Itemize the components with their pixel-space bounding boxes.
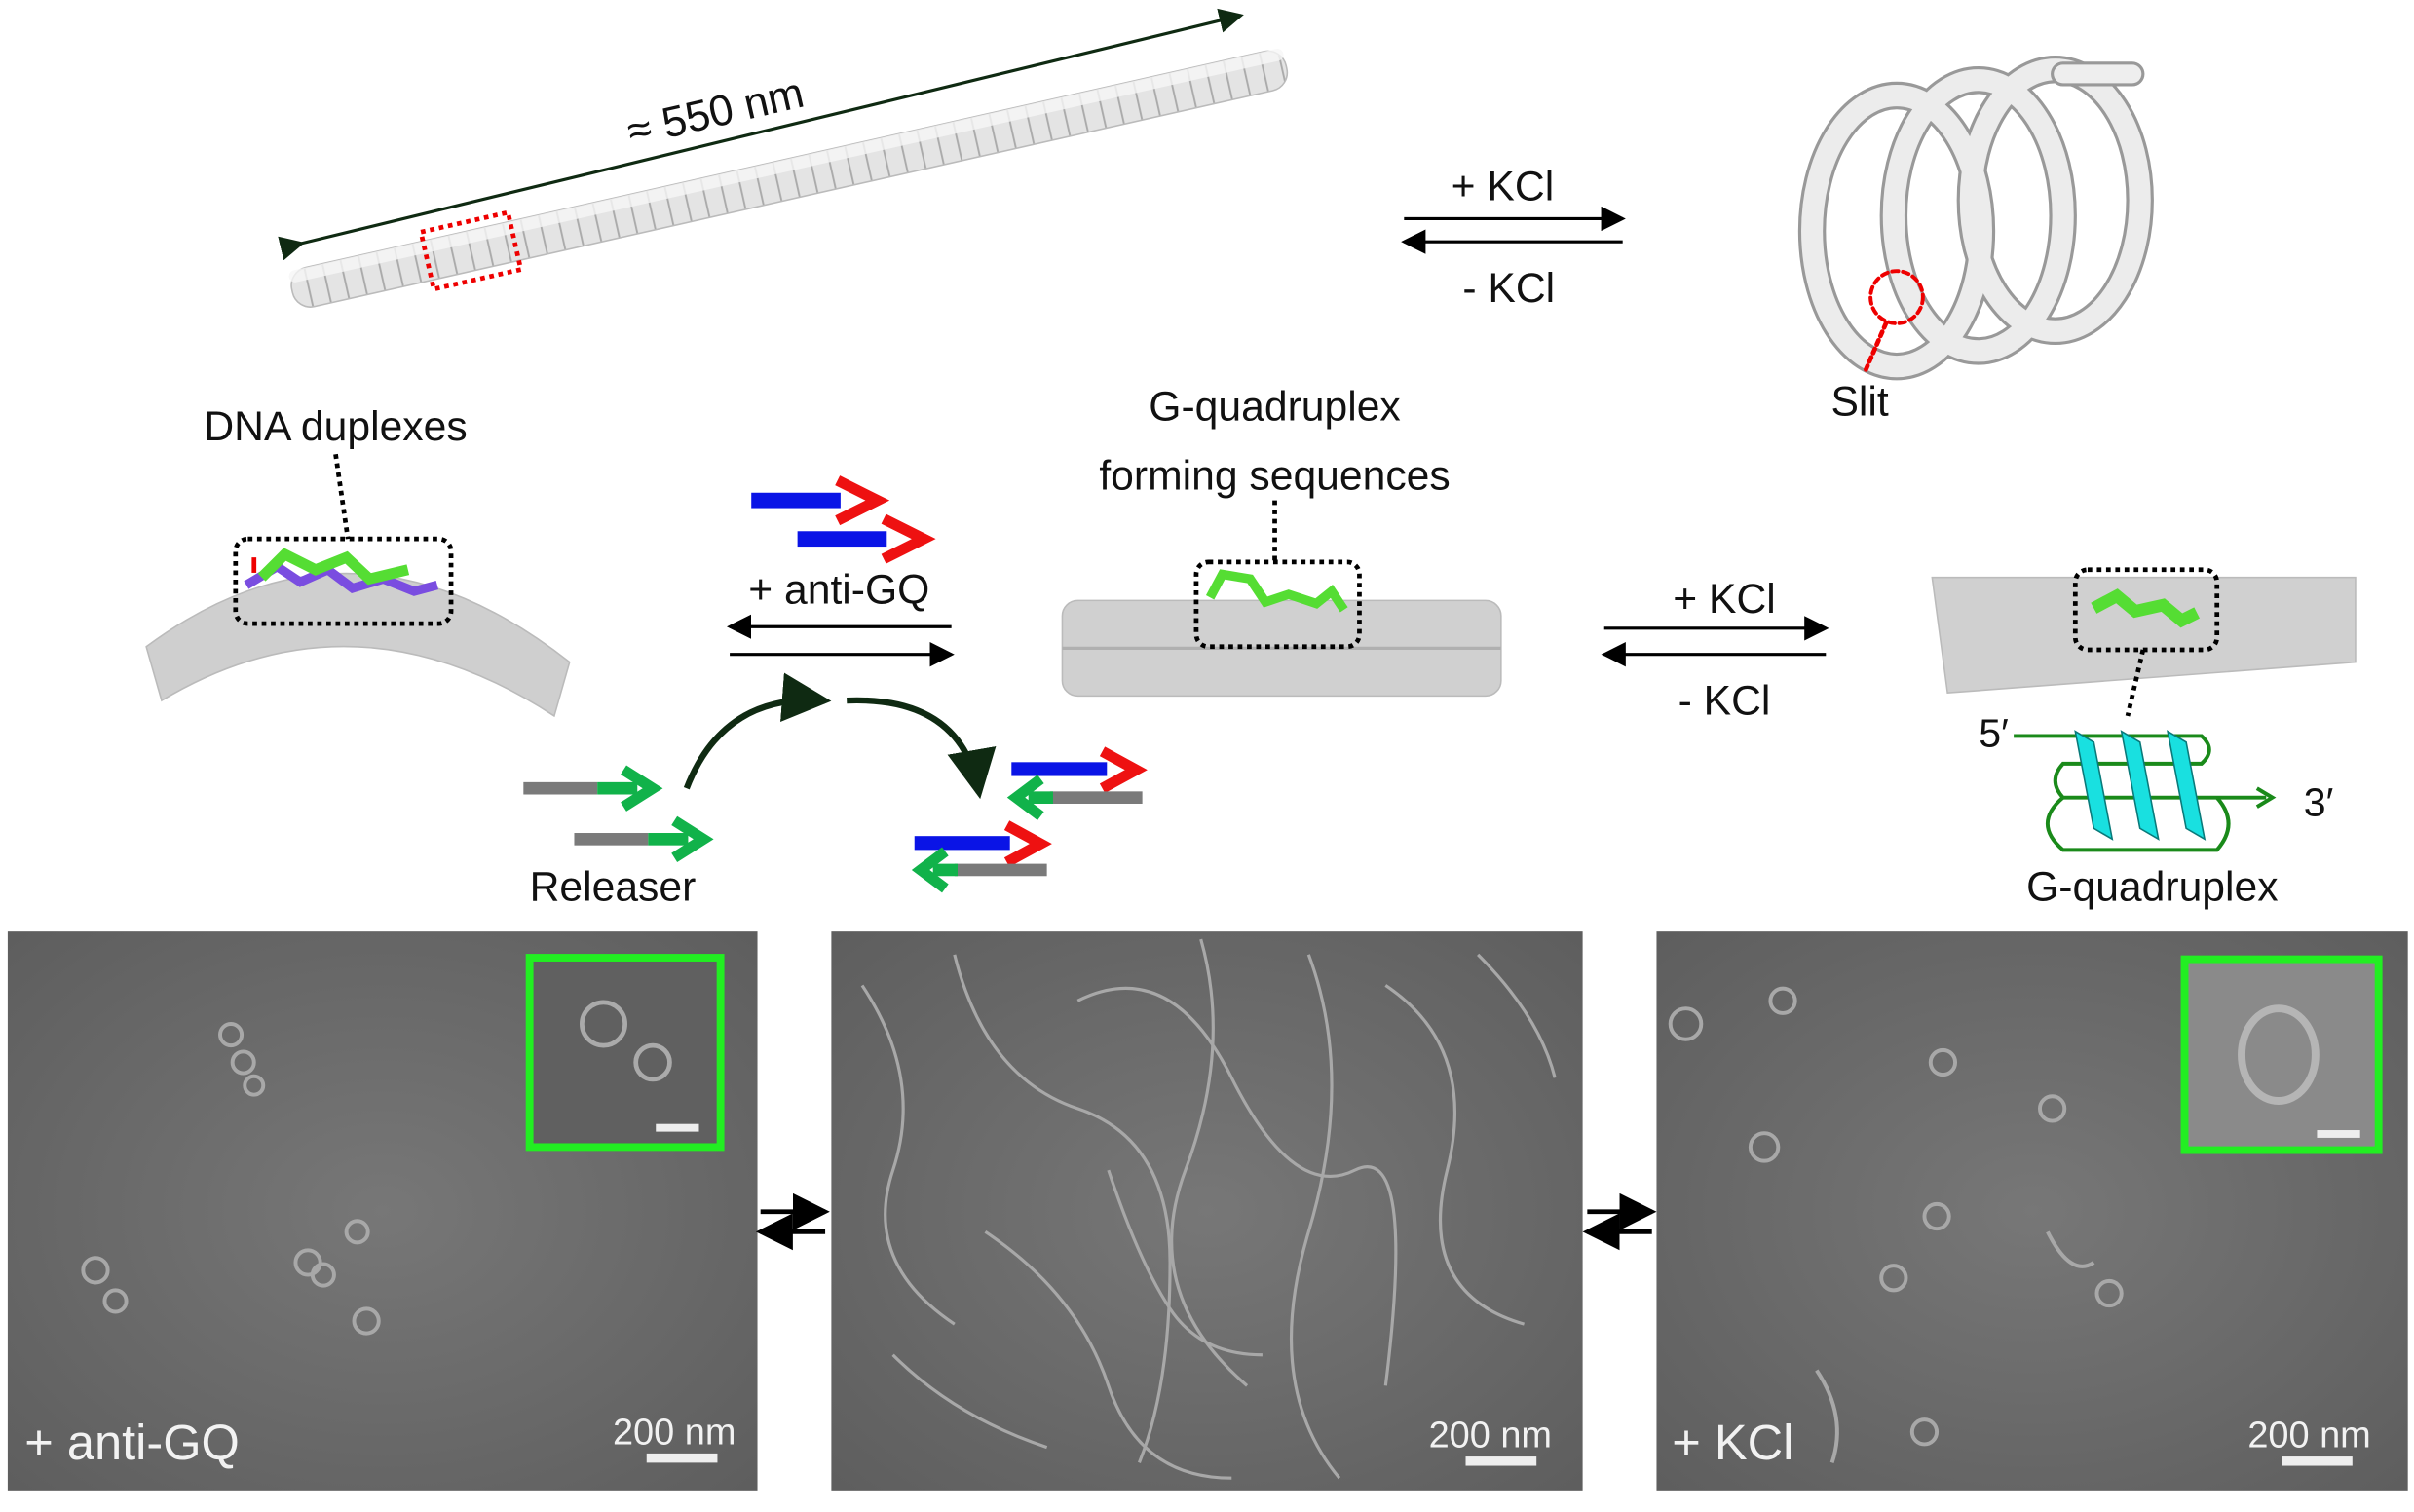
released-duplexes: [911, 746, 1148, 893]
dna-duplexes-label: DNA duplexes: [204, 403, 467, 450]
inset-anti-gq: [525, 954, 725, 1152]
dna-origami-flat: [1061, 559, 1502, 698]
scale-bar: [2282, 1456, 2353, 1466]
releaser-strands: [523, 765, 714, 862]
add-kcl-label: + KCl: [1673, 576, 1776, 623]
duplex-highlight-box: [233, 536, 454, 626]
kcl-equilibrium-middle: + KCl - KCl: [1601, 576, 1829, 724]
gq-forming-label-line1: G-quadruplex: [1149, 383, 1400, 430]
g-quadruplex-structure: 5′ 3′: [1979, 711, 2334, 852]
three-prime-label: 3′: [2304, 780, 2334, 825]
gq-sequence-highlight-box: [1193, 559, 1362, 650]
panel-label: + anti-GQ: [24, 1415, 240, 1470]
releaser-label: Releaser: [530, 864, 697, 911]
gq-highlight-box: [2072, 567, 2220, 653]
five-prime-label: 5′: [1979, 711, 2009, 756]
kcl-equilibrium-top: + KCl - KCl: [1401, 163, 1626, 312]
curved-arrow-out: [847, 697, 997, 800]
scale-bar: [1465, 1456, 1537, 1466]
gq-forming-label-line2: forming sequences: [1099, 453, 1450, 500]
dna-origami-gq-folded: [1931, 567, 2357, 717]
length-arrow: [278, 8, 1244, 261]
curved-arrow-in: [683, 672, 832, 790]
anti-gq-label: + anti-GQ: [748, 567, 929, 614]
dna-origami-bent: [145, 536, 571, 718]
afm-panel-middle: 200 nm: [831, 931, 1583, 1491]
panel-exchange-arrows-right: [1582, 1192, 1657, 1251]
scale-bar-label: 200 nm: [1429, 1416, 1552, 1456]
panel-label: + KCl: [1672, 1415, 1793, 1470]
slit-label: Slit: [1830, 379, 1888, 426]
dna-nanotube-coil: [1797, 55, 2154, 381]
inset-kcl: [2180, 955, 2383, 1154]
scale-bar-label: 200 nm: [613, 1412, 736, 1453]
panel-exchange-arrows-left: [755, 1192, 830, 1251]
remove-kcl-label: - KCl: [1678, 677, 1771, 724]
scale-bar: [646, 1453, 718, 1463]
scale-bar-label: 200 nm: [2247, 1416, 2370, 1456]
afm-panel-kcl: + KCl 200 nm: [1656, 931, 2408, 1491]
afm-panel-anti-gq: + anti-GQ 200 nm: [7, 931, 758, 1491]
slit-marker: [1868, 269, 1925, 325]
remove-kcl-label: - KCl: [1462, 265, 1555, 312]
anti-gq-strands: [751, 475, 936, 564]
gq-label: G-quadruplex: [2026, 864, 2278, 911]
add-kcl-label: + KCl: [1452, 163, 1555, 209]
